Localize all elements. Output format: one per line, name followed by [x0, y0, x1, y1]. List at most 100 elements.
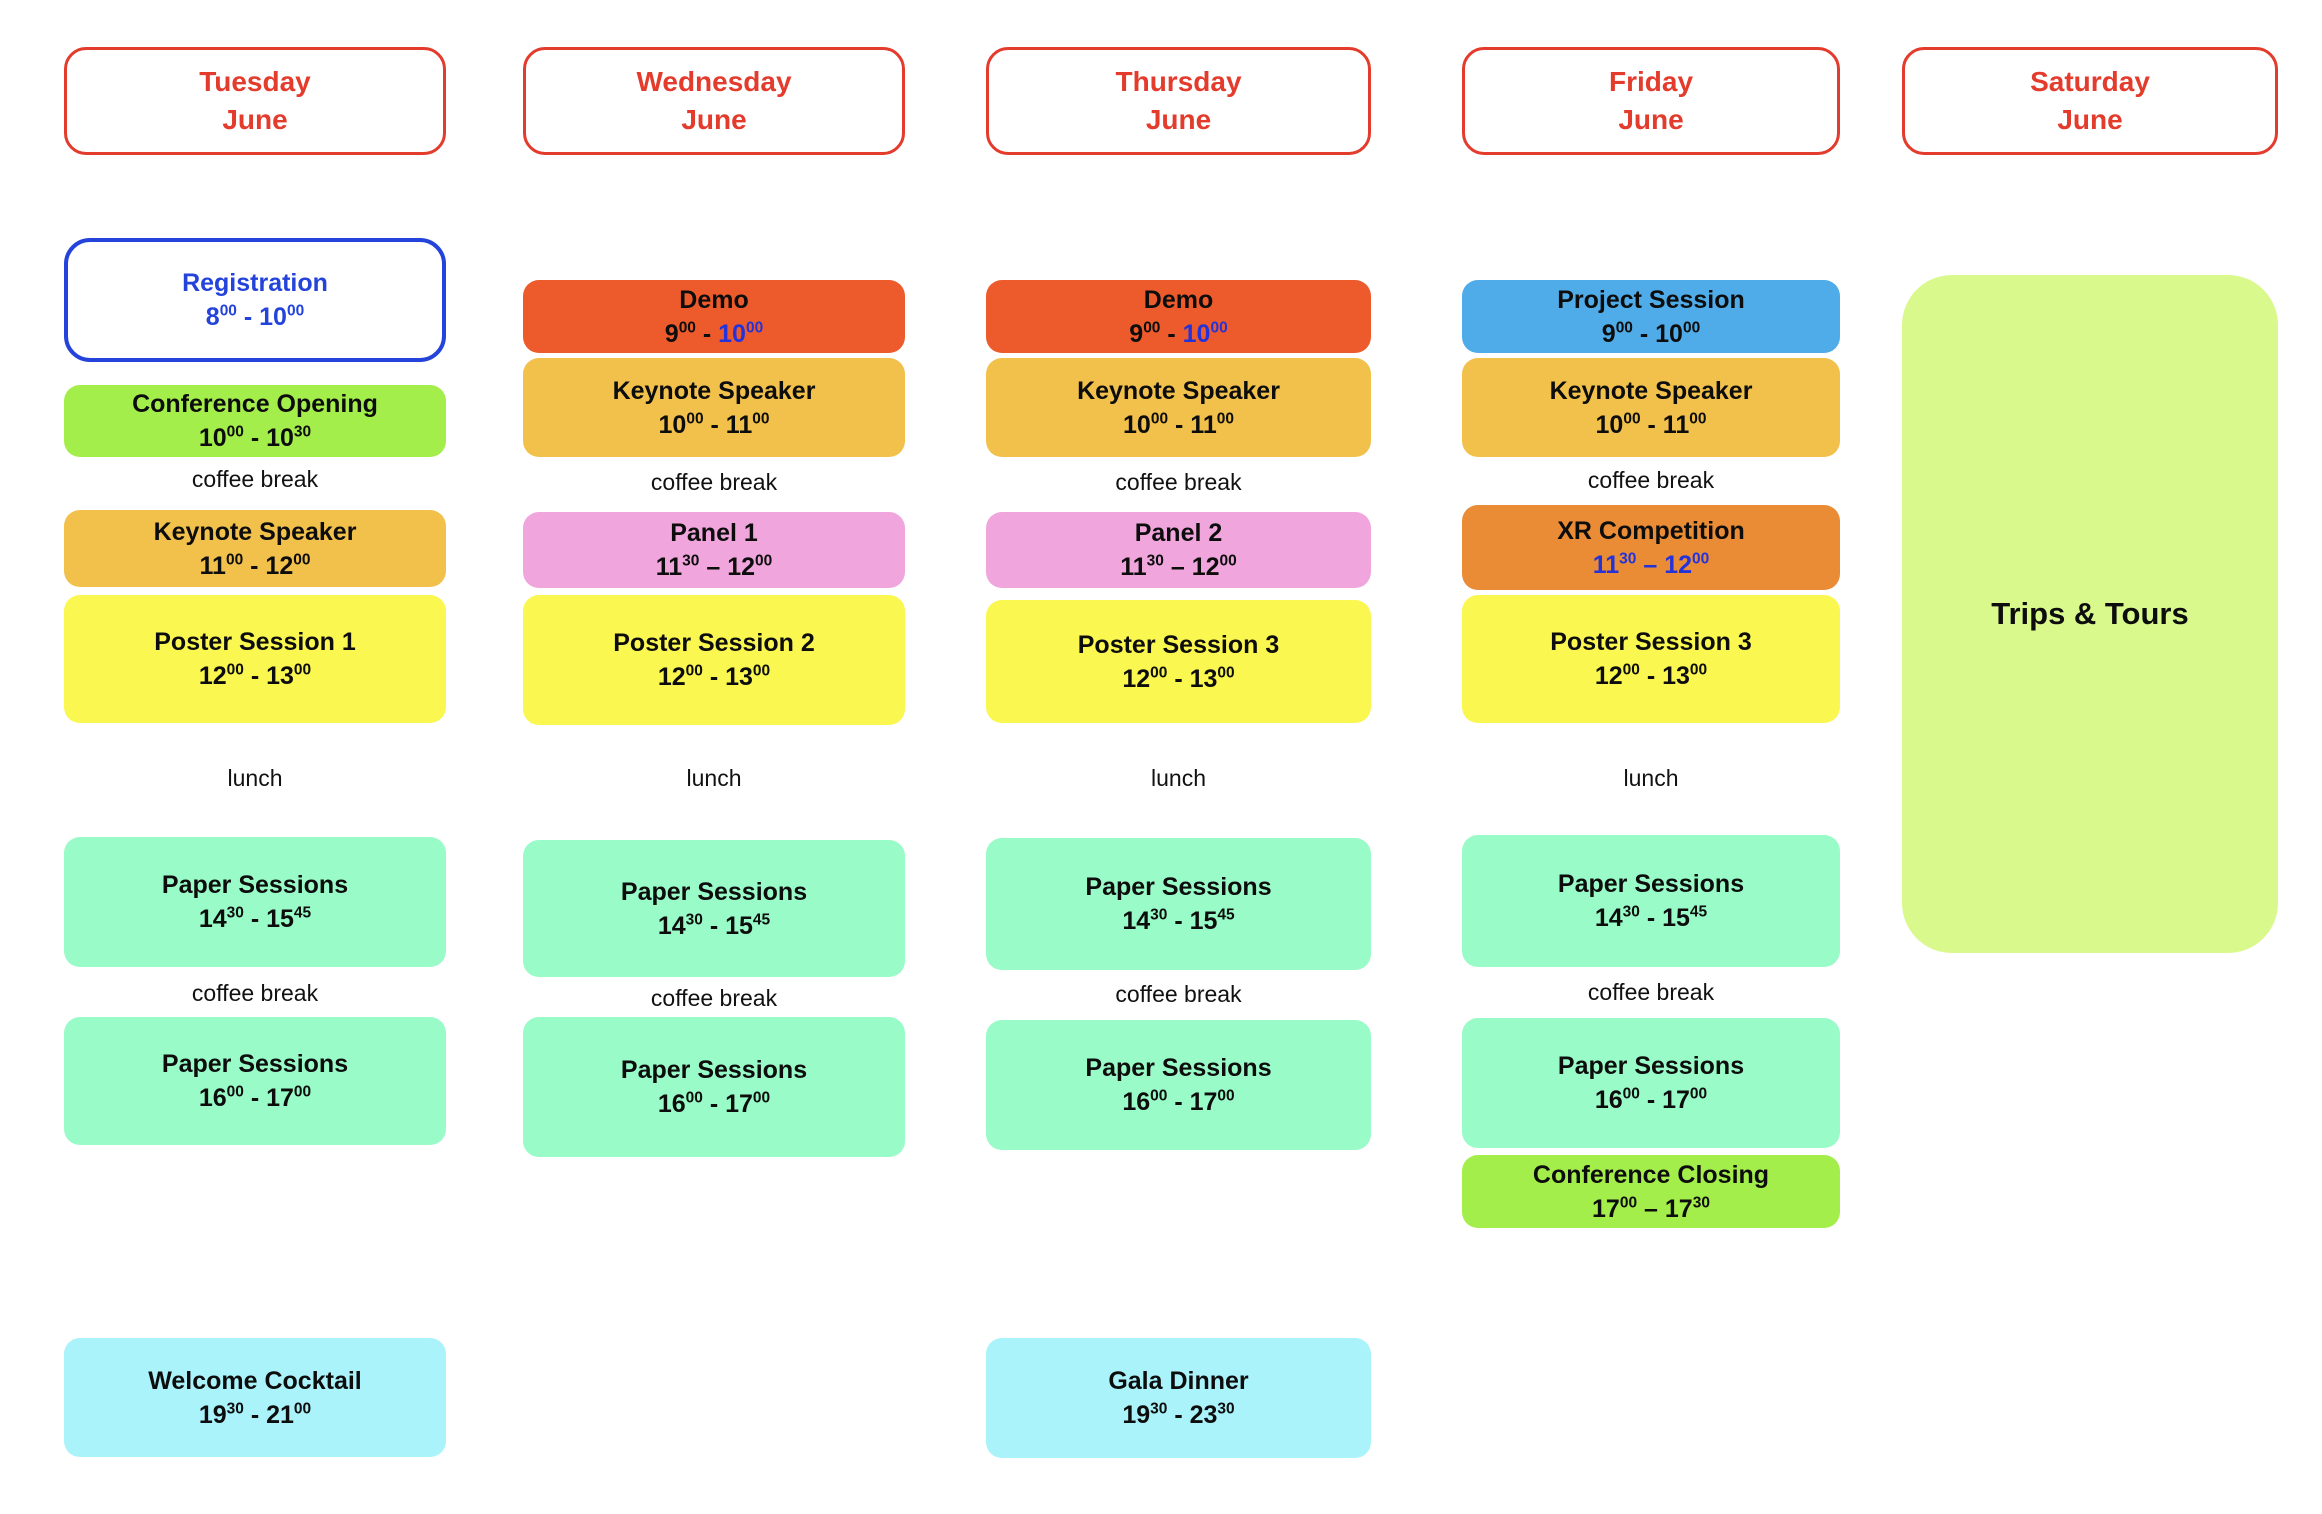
thu-coffee-break-2-label: coffee break [1115, 980, 1242, 1007]
fri-event-keynote-speaker: Keynote Speaker 1000 - 1100 [1462, 358, 1840, 457]
event-title: Paper Sessions [1557, 1052, 1745, 1080]
event-title: Registration [182, 269, 328, 297]
thu-event-gala-dinner: Gala Dinner 1930 - 2330 [986, 1338, 1371, 1458]
event-time: 1600 - 1700 [198, 1083, 312, 1112]
day-header-friday: Friday June [1462, 47, 1840, 155]
fri-event-poster-session-3: Poster Session 3 1200 - 1300 [1462, 595, 1840, 723]
event-title: Paper Sessions [1557, 870, 1745, 898]
day-name: Friday [1608, 66, 1694, 97]
day-month: June [2057, 104, 2123, 135]
event-title: Keynote Speaker [1077, 376, 1280, 405]
event-title: Poster Session 3 [1550, 628, 1752, 656]
column-wednesday: Wednesday June Demo 900 - 1000 Keynote S… [523, 0, 905, 1514]
thu-event-paper-sessions-1: Paper Sessions 1430 - 1545 [986, 838, 1371, 970]
event-title: Poster Session 1 [154, 628, 356, 656]
day-name: Thursday [1115, 66, 1242, 97]
event-time: 1200 - 1300 [1594, 661, 1708, 690]
event-time: 1700 – 1730 [1592, 1194, 1710, 1223]
event-time: 1200 - 1300 [198, 661, 312, 690]
thu-event-keynote-speaker: Keynote Speaker 1000 - 1100 [986, 358, 1371, 457]
day-name: Tuesday [199, 66, 311, 97]
wed-event-demo: Demo 900 - 1000 [523, 280, 905, 353]
fri-coffee-break-label: coffee break [1587, 466, 1715, 493]
event-title: Poster Session 3 [1077, 630, 1280, 659]
event-title: Keynote Speaker [612, 376, 816, 405]
event-title: Gala Dinner [1108, 1367, 1249, 1395]
event-time: 1930 - 2330 [1122, 1400, 1235, 1429]
event-time: 1000 - 1030 [198, 423, 312, 452]
event-time: 900 - 1000 [664, 319, 764, 348]
event-title: Trips & Tours [1991, 596, 2189, 631]
event-title: Project Session [1557, 285, 1745, 314]
column-friday: Friday June Project Session 900 - 1000 K… [1462, 0, 1840, 1514]
event-time: 1430 - 1545 [1122, 906, 1235, 935]
sat-event-trips-and-tours: Trips & Tours [1902, 275, 2278, 953]
thu-event-paper-sessions-2: Paper Sessions 1600 - 1700 [986, 1020, 1371, 1150]
wed-event-keynote-speaker: Keynote Speaker 1000 - 1100 [523, 358, 905, 457]
day-name: Saturday [2030, 66, 2150, 97]
event-time: 900 - 1000 [1129, 319, 1228, 348]
tue-event-paper-sessions-1: Paper Sessions 1430 - 1545 [64, 837, 446, 967]
event-time: 1430 - 1545 [198, 904, 312, 933]
wed-event-panel-1: Panel 1 1130 – 1200 [523, 512, 905, 588]
fri-event-xr-competition: XR Competition 1130 – 1200 [1462, 505, 1840, 590]
tue-coffee-break-label: coffee break [191, 465, 319, 492]
column-tuesday: Tuesday June Registration 800 - 1000 Con… [64, 0, 446, 1514]
day-month: June [222, 104, 288, 135]
event-time: 1600 - 1700 [1122, 1087, 1235, 1116]
event-title: Conference Closing [1532, 1160, 1770, 1189]
thu-event-demo: Demo 900 - 1000 [986, 280, 1371, 353]
event-time: 1000 - 1100 [1595, 410, 1707, 439]
event-title: Demo [1143, 285, 1214, 314]
event-title: Panel 1 [670, 519, 758, 547]
wed-event-poster-session-2: Poster Session 2 1200 - 1300 [523, 595, 905, 725]
event-title: XR Competition [1557, 516, 1745, 545]
day-month: June [1618, 104, 1684, 135]
event-title: Keynote Speaker [1549, 376, 1753, 405]
event-title: Paper Sessions [620, 877, 808, 906]
event-title: Welcome Cocktail [148, 1366, 362, 1395]
event-time: 1430 - 1545 [1594, 903, 1708, 932]
event-time-blue: 1000 [718, 319, 764, 348]
thu-lunch-label: lunch [1151, 764, 1206, 791]
tue-coffee-break-2-label: coffee break [191, 979, 319, 1006]
fri-event-paper-sessions-1: Paper Sessions 1430 - 1545 [1462, 835, 1840, 967]
tue-event-registration: Registration 800 - 1000 [64, 238, 446, 362]
event-title: Paper Sessions [620, 1056, 808, 1084]
day-header-saturday: Saturday June [1902, 47, 2278, 155]
day-header-thursday: Thursday June [986, 47, 1371, 155]
wed-lunch-label: lunch [686, 764, 742, 791]
event-title: Paper Sessions [1085, 873, 1272, 901]
wed-event-paper-sessions-2: Paper Sessions 1600 - 1700 [523, 1017, 905, 1157]
day-header-wednesday: Wednesday June [523, 47, 905, 155]
event-title: Poster Session 2 [613, 629, 815, 657]
event-title: Paper Sessions [161, 871, 349, 899]
day-month: June [681, 104, 747, 135]
wed-coffee-break-2-label: coffee break [650, 984, 778, 1011]
event-time: 1200 - 1300 [657, 662, 771, 691]
tue-event-conference-opening: Conference Opening 1000 - 1030 [64, 385, 446, 457]
event-time: 1600 - 1700 [1594, 1085, 1708, 1114]
column-thursday: Thursday June Demo 900 - 1000 Keynote Sp… [986, 0, 1371, 1514]
event-time: 1130 – 1200 [1592, 550, 1710, 579]
event-time: 1130 – 1200 [1120, 552, 1237, 581]
event-title: Demo [679, 285, 749, 314]
column-saturday: Saturday June Trips & Tours [1902, 0, 2278, 1514]
event-time: 800 - 1000 [205, 302, 305, 331]
event-time: 900 - 1000 [1601, 319, 1701, 348]
day-month: June [1145, 104, 1212, 135]
event-time: 1000 - 1100 [1123, 410, 1234, 439]
fri-event-paper-sessions-2: Paper Sessions 1600 - 1700 [1462, 1018, 1840, 1148]
fri-lunch-label: lunch [1623, 764, 1679, 791]
tue-event-welcome-cocktail: Welcome Cocktail 1930 - 2100 [64, 1338, 446, 1457]
tue-event-poster-session-1: Poster Session 1 1200 - 1300 [64, 595, 446, 723]
wed-event-paper-sessions-1: Paper Sessions 1430 - 1545 [523, 840, 905, 977]
event-title: Paper Sessions [1085, 1054, 1272, 1082]
event-time: 1000 - 1100 [658, 410, 770, 439]
event-title: Panel 2 [1134, 519, 1223, 547]
event-time-blue: 1000 [1182, 319, 1228, 348]
thu-event-poster-session-3: Poster Session 3 1200 - 1300 [986, 600, 1371, 723]
event-time: 1430 - 1545 [657, 911, 771, 940]
fri-coffee-break-2-label: coffee break [1587, 978, 1715, 1005]
event-time: 1130 – 1200 [655, 552, 773, 581]
